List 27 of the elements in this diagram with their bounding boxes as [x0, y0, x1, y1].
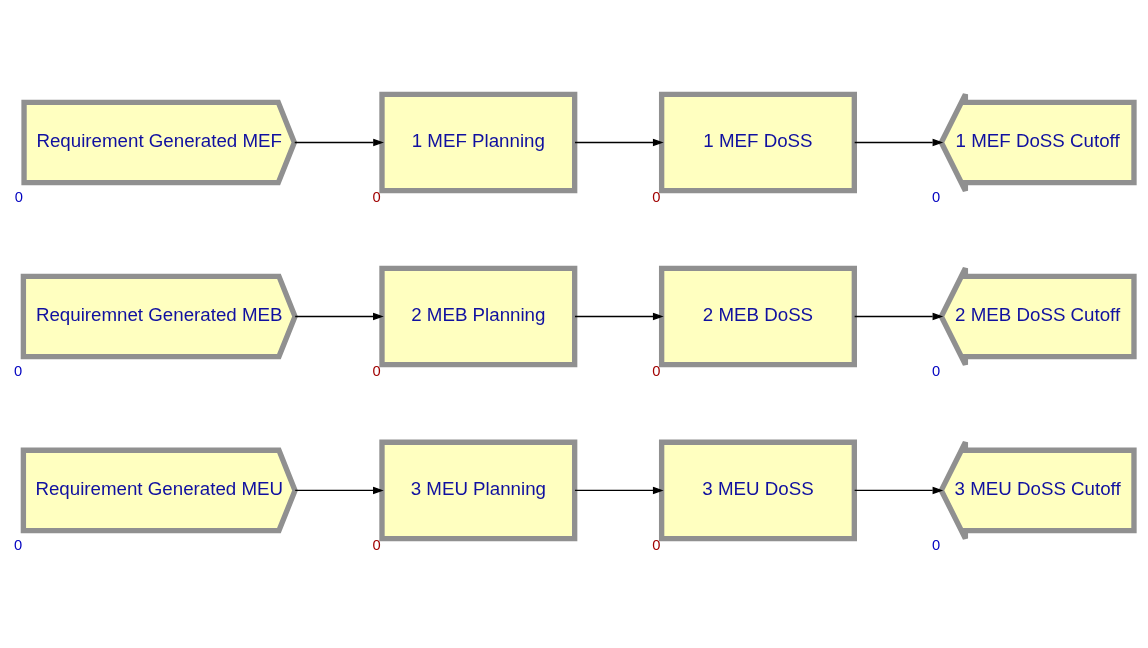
node-label: 0 — [14, 536, 23, 553]
node-label: 0 — [372, 536, 381, 553]
node-box: 3 MEU DoSS — [658, 439, 857, 541]
arrow — [294, 138, 384, 146]
arrow — [574, 312, 664, 320]
node-box: 1 MEF DoSS — [658, 91, 857, 193]
arrow — [574, 138, 664, 146]
node-label: 0 — [931, 536, 941, 553]
node-label: 0 — [652, 188, 661, 205]
arrow — [854, 312, 944, 320]
arrow — [574, 486, 664, 494]
arrow — [294, 312, 384, 320]
node-label: 0 — [931, 188, 941, 205]
node-label: 0 — [372, 362, 381, 379]
arrow — [854, 486, 944, 494]
node-label: 0 — [14, 362, 23, 379]
node-box: 2 MEB DoSS — [658, 265, 857, 367]
node-box: 1 MEF Planning — [379, 91, 578, 193]
node-label: 0 — [372, 188, 381, 205]
node-label: 0 — [931, 362, 941, 379]
node-label: 0 — [652, 362, 661, 379]
node-label: 0 — [14, 188, 23, 205]
node-box: 2 MEB Planning — [379, 265, 578, 367]
arrow — [854, 138, 944, 146]
node-box: 3 MEU Planning — [379, 439, 578, 541]
arrow — [294, 486, 384, 494]
node-label: 0 — [652, 536, 661, 553]
